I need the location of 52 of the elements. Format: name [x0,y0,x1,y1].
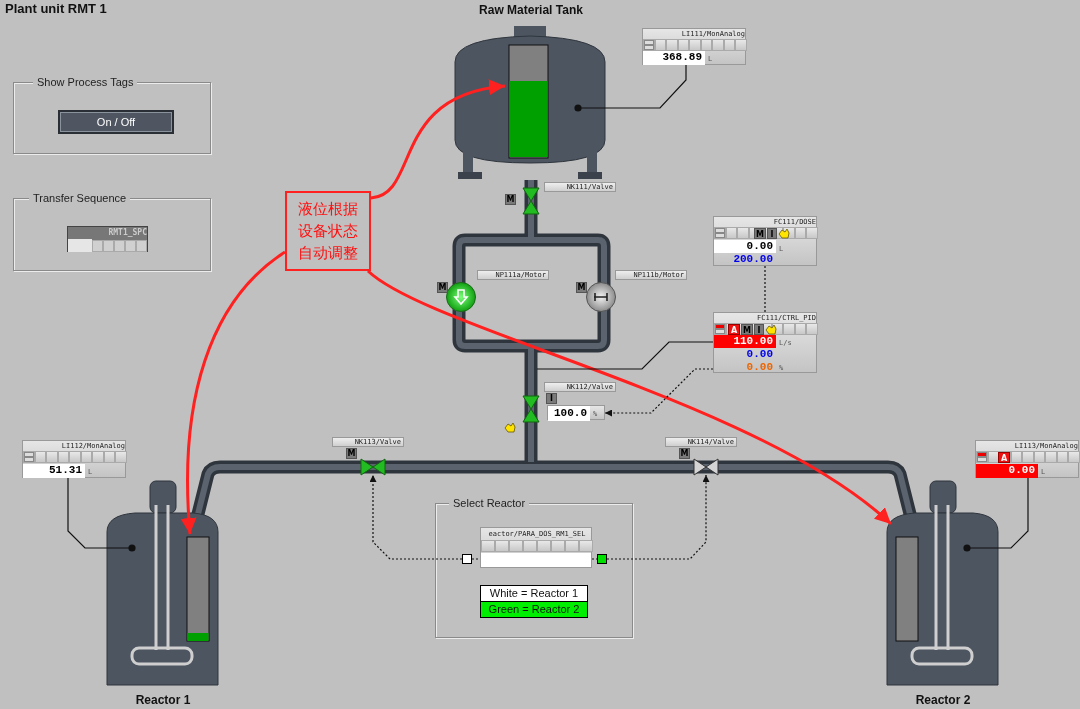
value-display: 100.0 [548,406,590,421]
group-title: Transfer Sequence [29,191,131,205]
page-title: Plant unit RMT 1 [5,0,108,18]
mode-indicator: M [754,228,766,239]
callout-arrow [370,80,506,200]
leader-line [536,341,714,370]
faceplate [22,440,126,478]
value-display: 0.00 [976,464,1038,478]
signal-line [591,558,598,560]
group-title: Show Process Tags [33,75,138,89]
faceplate [713,216,817,266]
toggle-button: On / Off [58,110,174,134]
mode-indicator: A [998,452,1010,463]
value-field [547,405,605,420]
value-display: 110.00 [714,335,776,348]
mode-indicator: M [505,194,516,205]
value-display: 51.31 [23,464,85,478]
leader-line [67,477,136,552]
signal-arrow [369,474,463,560]
callout-box: 液位根据设备状态自动调整 [285,191,371,271]
mode-indicator: M [437,282,448,293]
faceplate [642,28,746,65]
mode-indicator: I [546,393,557,404]
value-display: 200.00 [732,253,774,266]
reactor-label: Reactor 1 [134,693,192,708]
signal-line [764,265,766,313]
signal-arrow [604,368,714,417]
value-display: 0.00 [714,240,776,253]
mode-indicator: M [576,282,587,293]
selection-indicator [597,554,607,564]
group-title: Select Reactor [449,496,530,510]
tag-label: RMT1_SPC [107,227,148,239]
signal-arrow [606,474,710,560]
leader-line [963,477,1029,552]
selector-field [480,527,592,568]
leader-line [574,64,687,112]
reactor-label: Reactor 2 [914,693,972,708]
sequence-widget [67,226,148,252]
mode-indicator: I [767,228,777,239]
value-display: 0.00 [745,361,774,374]
signal-line [471,558,481,560]
faceplate [975,440,1079,478]
selection-indicator [462,554,472,564]
mode-indicator: M [679,448,690,459]
legend-entry: Green = Reactor 2 [480,601,588,618]
tank-title: Raw Material Tank [478,2,584,18]
mode-indicator: M [346,448,357,459]
faceplate [713,312,817,373]
value-display: 368.89 [643,51,705,65]
value-display: 0.00 [745,348,774,361]
callout-arrow [367,269,892,526]
callout-arrow [181,250,286,535]
